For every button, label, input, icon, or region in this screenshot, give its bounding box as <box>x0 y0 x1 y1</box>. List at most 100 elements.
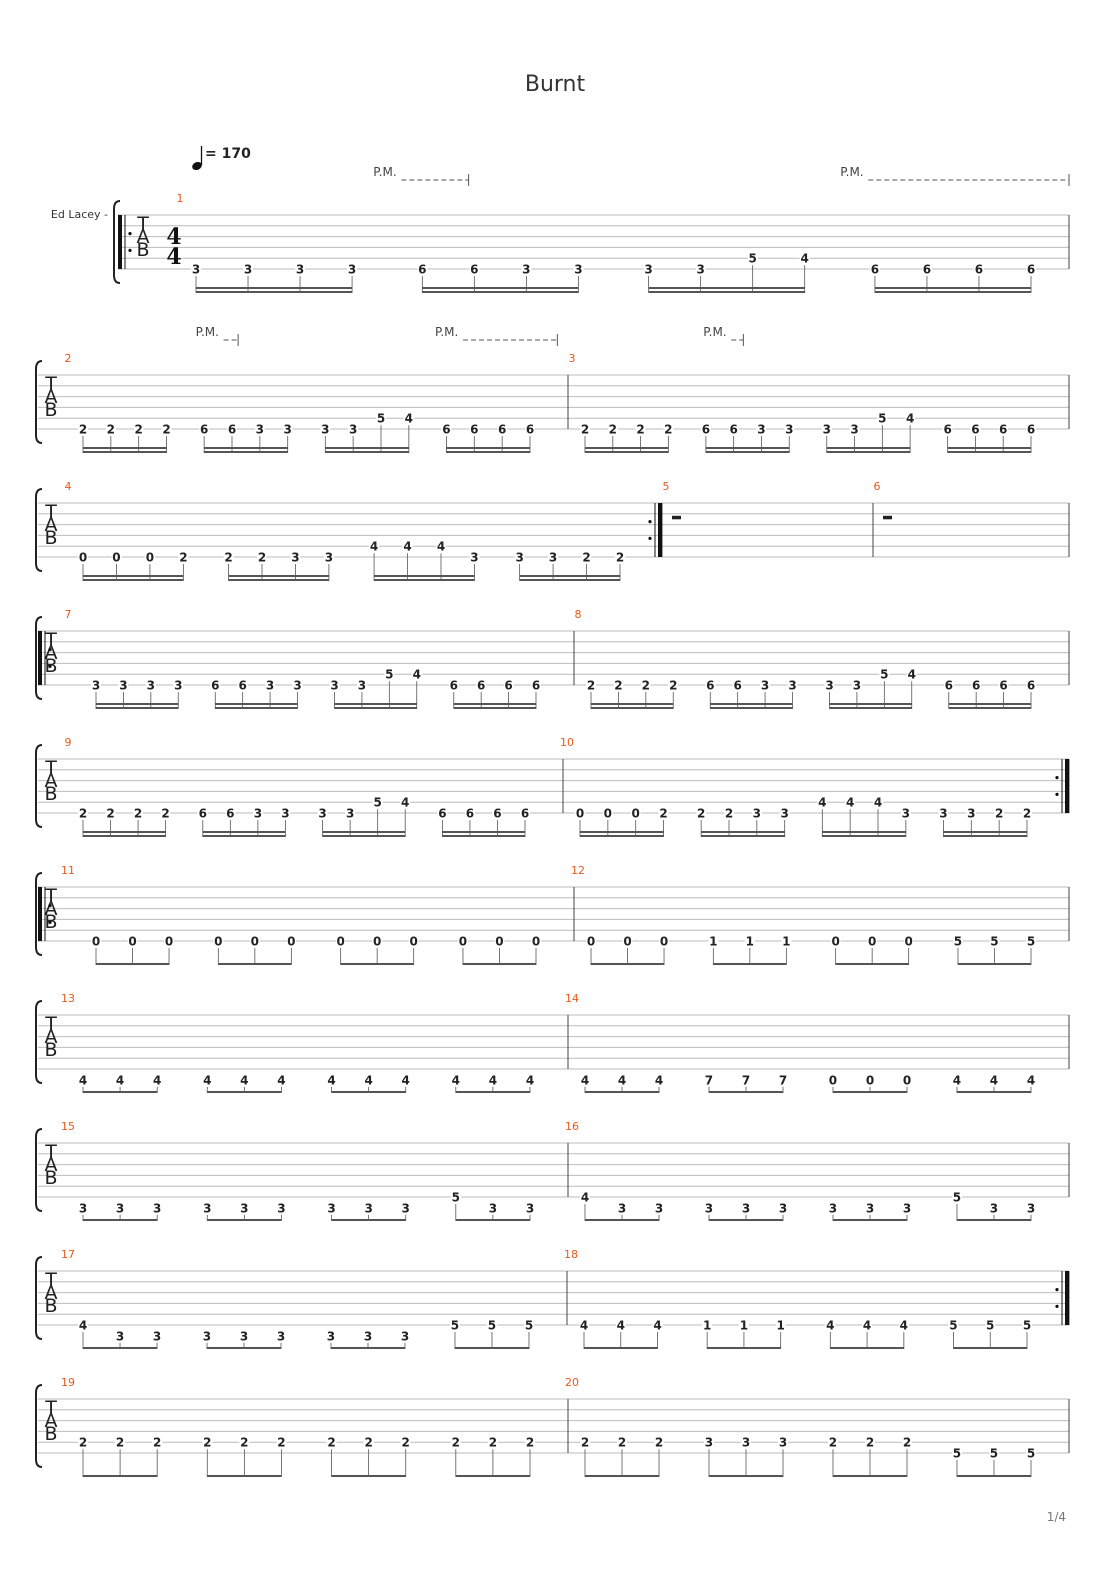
note-beam <box>705 451 790 453</box>
repeat-end-thick <box>1065 1271 1069 1325</box>
note-beam <box>83 831 166 833</box>
fret-number: 3 <box>753 807 761 821</box>
fret-backdrop <box>654 1436 665 1449</box>
fret-backdrop <box>943 679 954 691</box>
fret-number: 6 <box>729 423 737 437</box>
fret-number: 4 <box>953 1073 961 1087</box>
fret-backdrop <box>898 1319 909 1331</box>
palm-mute-label: P.M. <box>435 325 458 339</box>
note-beam <box>829 707 912 709</box>
fret-backdrop <box>524 1319 534 1331</box>
tab-letter: B <box>44 1423 57 1445</box>
fret-number: 0 <box>409 935 417 949</box>
fret-backdrop <box>654 1201 665 1214</box>
fret-number: 5 <box>953 1447 961 1461</box>
fret-backdrop <box>695 263 706 275</box>
note-beam <box>591 963 665 965</box>
system-bracket <box>35 1256 43 1340</box>
fret-backdrop <box>118 679 129 691</box>
fret-backdrop <box>902 1436 913 1449</box>
fret-backdrop <box>617 1436 628 1449</box>
bar-number: 1 <box>177 192 184 205</box>
tab-letter: T <box>44 1397 57 1419</box>
tab-letter: A <box>45 898 58 920</box>
fret-backdrop <box>197 807 208 819</box>
bar-number: 13 <box>61 992 75 1005</box>
fret-backdrop <box>223 551 234 563</box>
fret-number: 6 <box>972 679 980 693</box>
bar-number: 11 <box>61 864 75 877</box>
fret-backdrop <box>622 935 633 947</box>
fret-number: 2 <box>277 1436 285 1450</box>
system-bracket <box>35 616 43 700</box>
fret-number: 3 <box>364 1201 372 1215</box>
fret-backdrop <box>985 1319 996 1331</box>
fret-number: 4 <box>655 1073 663 1087</box>
fret-number: 4 <box>116 1073 124 1087</box>
fret-backdrop <box>152 1436 163 1449</box>
fret-number: 0 <box>165 935 173 949</box>
fret-number: 4 <box>413 668 421 682</box>
fret-backdrop <box>282 423 293 435</box>
fret-backdrop <box>403 412 414 425</box>
tab-letter: A <box>45 1282 58 1304</box>
fret-number: 6 <box>211 679 219 693</box>
fret-number: 3 <box>153 1201 161 1215</box>
fret-backdrop <box>973 263 984 275</box>
repeat-end-thick <box>1065 759 1069 813</box>
fret-backdrop <box>525 1073 535 1086</box>
fret-backdrop <box>363 1436 374 1449</box>
fret-number: 0 <box>623 935 631 949</box>
repeat-start-thick <box>38 887 42 941</box>
fret-number: 3 <box>119 679 127 693</box>
fret-backdrop <box>580 423 590 435</box>
fret-backdrop <box>497 423 508 435</box>
fret-number: 0 <box>576 807 584 821</box>
note-beam <box>453 703 536 705</box>
fret-number: 3 <box>902 807 910 821</box>
fret-backdrop <box>239 1201 250 1214</box>
fret-number: 6 <box>945 679 953 693</box>
fret-backdrop <box>703 1436 714 1449</box>
system-bracket <box>35 872 43 956</box>
fret-number: 3 <box>823 423 831 437</box>
fret-number: 4 <box>364 1073 372 1087</box>
fret-backdrop <box>280 807 291 819</box>
fret-backdrop <box>756 423 767 435</box>
fret-backdrop <box>257 551 267 563</box>
fret-backdrop <box>384 668 395 681</box>
note-beam <box>83 1347 158 1349</box>
fret-backdrop <box>728 423 739 435</box>
fret-number: 2 <box>258 551 266 565</box>
fret-backdrop <box>487 1201 498 1214</box>
fret-backdrop <box>201 1329 212 1342</box>
fret-number: 3 <box>240 1329 248 1343</box>
repeat-dot <box>48 904 52 908</box>
fret-number: 2 <box>587 679 595 693</box>
fret-number: 3 <box>240 1201 248 1215</box>
bar-number: 4 <box>65 480 72 493</box>
fret-number: 4 <box>990 1073 998 1087</box>
bar-number: 14 <box>565 992 579 1005</box>
fret-number: 3 <box>327 1329 335 1343</box>
note-beam <box>215 707 298 709</box>
fret-backdrop <box>464 807 475 819</box>
fret-number: 2 <box>829 1436 837 1450</box>
fret-backdrop <box>161 423 172 435</box>
note-beam <box>331 1091 406 1093</box>
fret-backdrop <box>133 423 144 435</box>
fret-backdrop <box>400 796 411 809</box>
tab-letter: T <box>136 213 149 235</box>
fret-number: 4 <box>327 1073 335 1087</box>
note-beam <box>455 1091 530 1093</box>
bar-number: 12 <box>571 864 585 877</box>
fret-backdrop <box>254 423 265 435</box>
note-beam <box>442 835 525 837</box>
note-beam <box>228 575 329 577</box>
fret-backdrop <box>580 1436 590 1449</box>
fret-backdrop <box>586 935 596 947</box>
fret-number: 4 <box>402 1073 410 1087</box>
fret-number: 4 <box>801 252 809 266</box>
